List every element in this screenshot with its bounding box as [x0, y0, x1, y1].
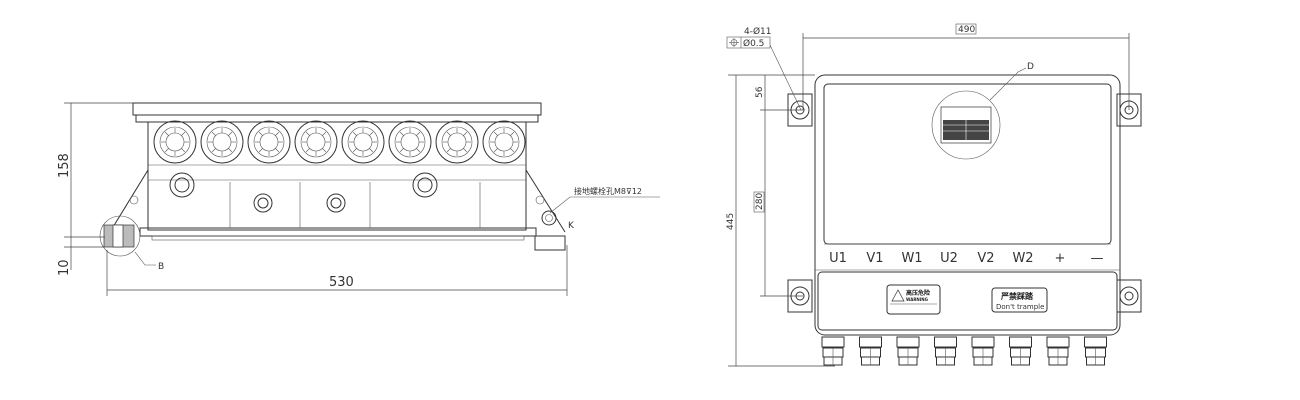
dim-width-530: 530 [329, 275, 354, 290]
dim-base-10: 10 [57, 259, 72, 276]
warning-title: 高压危险 [906, 289, 931, 297]
cable-gland-row [821, 336, 1107, 366]
terminal-label: W1 [901, 251, 922, 266]
terminal-label: U2 [940, 251, 958, 266]
terminal-label: V2 [977, 251, 994, 266]
detail-d-label: D [1027, 62, 1034, 72]
port-1 [253, 193, 273, 213]
detail-d-circle [931, 90, 1001, 160]
dim-width-490: 490 [958, 25, 975, 35]
ground-bolt-note: 接地螺栓孔M8⊽12 [574, 186, 642, 196]
dim-hole-spacing-280: 280 [755, 193, 765, 210]
top-view: U1 V1 W1 U2 V2 W2 + — 高压危险 WARNING 严禁踩踏 Don't t… [726, 23, 1142, 367]
warning-subtitle: WARNING [906, 297, 928, 302]
cable-gland [971, 336, 995, 366]
ground-symbol-right [535, 195, 545, 205]
ground-symbol-left [129, 195, 139, 205]
dim-height-445: 445 [726, 213, 736, 230]
cable-gland [247, 120, 291, 164]
terminal-label: + [1055, 251, 1066, 266]
cable-gland [294, 120, 338, 164]
cable-gland [200, 120, 244, 164]
housing-body [147, 121, 527, 231]
fitting-left [169, 172, 195, 198]
top-flange [132, 102, 542, 116]
cable-gland [435, 120, 479, 164]
side-view: B K 接地螺栓孔M8⊽12 158 10 530 [57, 102, 660, 296]
mounting-hole [1116, 279, 1142, 313]
terminal-label: V1 [866, 251, 883, 266]
position-tolerance-frame [726, 36, 771, 49]
trample-label-en: Don't trample [996, 303, 1044, 311]
dim-height-158: 158 [57, 153, 72, 178]
lower-panel [817, 271, 1118, 331]
terminal-label: U1 [829, 251, 847, 266]
terminal-label: W2 [1012, 251, 1033, 266]
cable-gland [896, 336, 920, 366]
do-not-trample-label [991, 287, 1048, 313]
fitting-right [412, 172, 438, 198]
detail-k-label: K [568, 221, 575, 231]
cable-gland [341, 120, 385, 164]
high-voltage-warning-label [886, 284, 941, 315]
detail-b-label: B [158, 262, 164, 272]
terminal-labels: U1 V1 W1 U2 V2 W2 + — [829, 251, 1103, 266]
cable-gland [821, 336, 845, 366]
terminal-label: — [1091, 251, 1104, 266]
dim-ear-offset-56: 56 [755, 86, 765, 98]
warning-triangle-icon [891, 289, 905, 302]
cable-gland [1009, 336, 1032, 366]
trample-label-cn: 严禁踩踏 [1000, 291, 1034, 301]
enclosure-outline [814, 74, 1121, 336]
detail-b-circle [99, 215, 141, 257]
position-tolerance-value: Ø0.5 [743, 38, 764, 49]
cable-gland [153, 120, 197, 164]
port-2 [326, 193, 346, 213]
cable-gland [859, 336, 882, 366]
lid-edge [135, 114, 539, 123]
cable-gland [1046, 336, 1070, 366]
cable-gland [482, 120, 526, 164]
ground-bolt-hole [541, 210, 557, 226]
hole-spec: 4-Ø11 [744, 26, 772, 37]
cable-gland [388, 120, 432, 164]
cable-gland [1084, 336, 1107, 366]
cable-gland-row [153, 120, 526, 164]
base-plate [139, 227, 537, 237]
cable-gland [934, 336, 957, 366]
